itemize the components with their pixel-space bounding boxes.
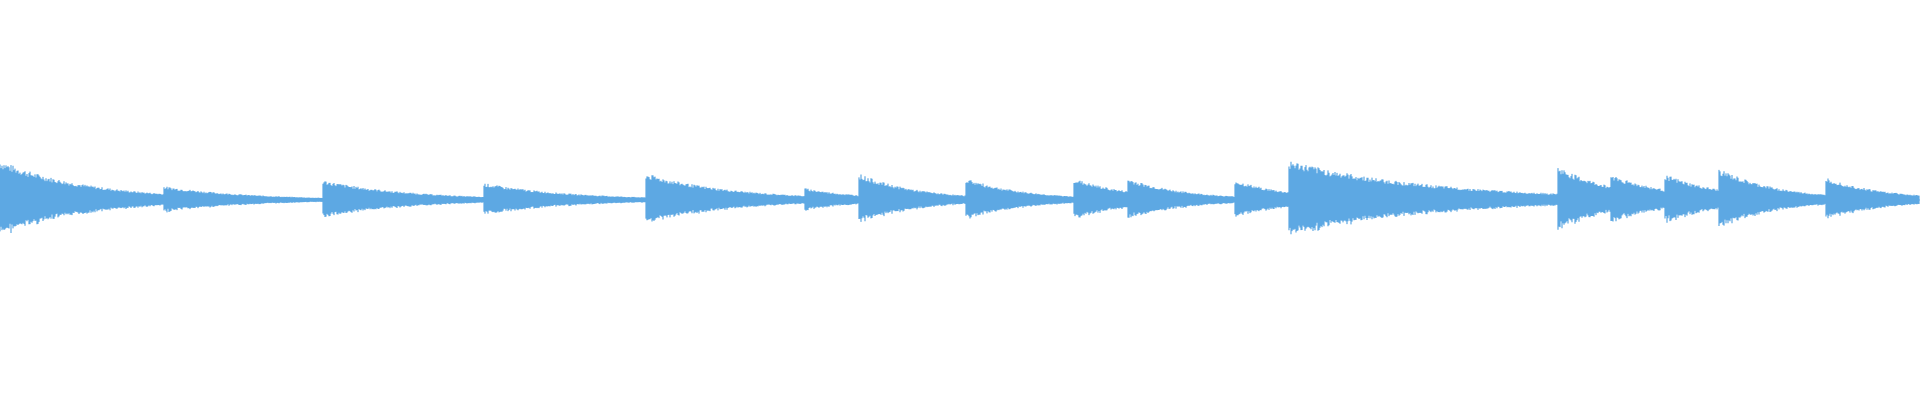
waveform-amplitude-bars: [0, 161, 1920, 235]
waveform-path: [0, 161, 1920, 235]
